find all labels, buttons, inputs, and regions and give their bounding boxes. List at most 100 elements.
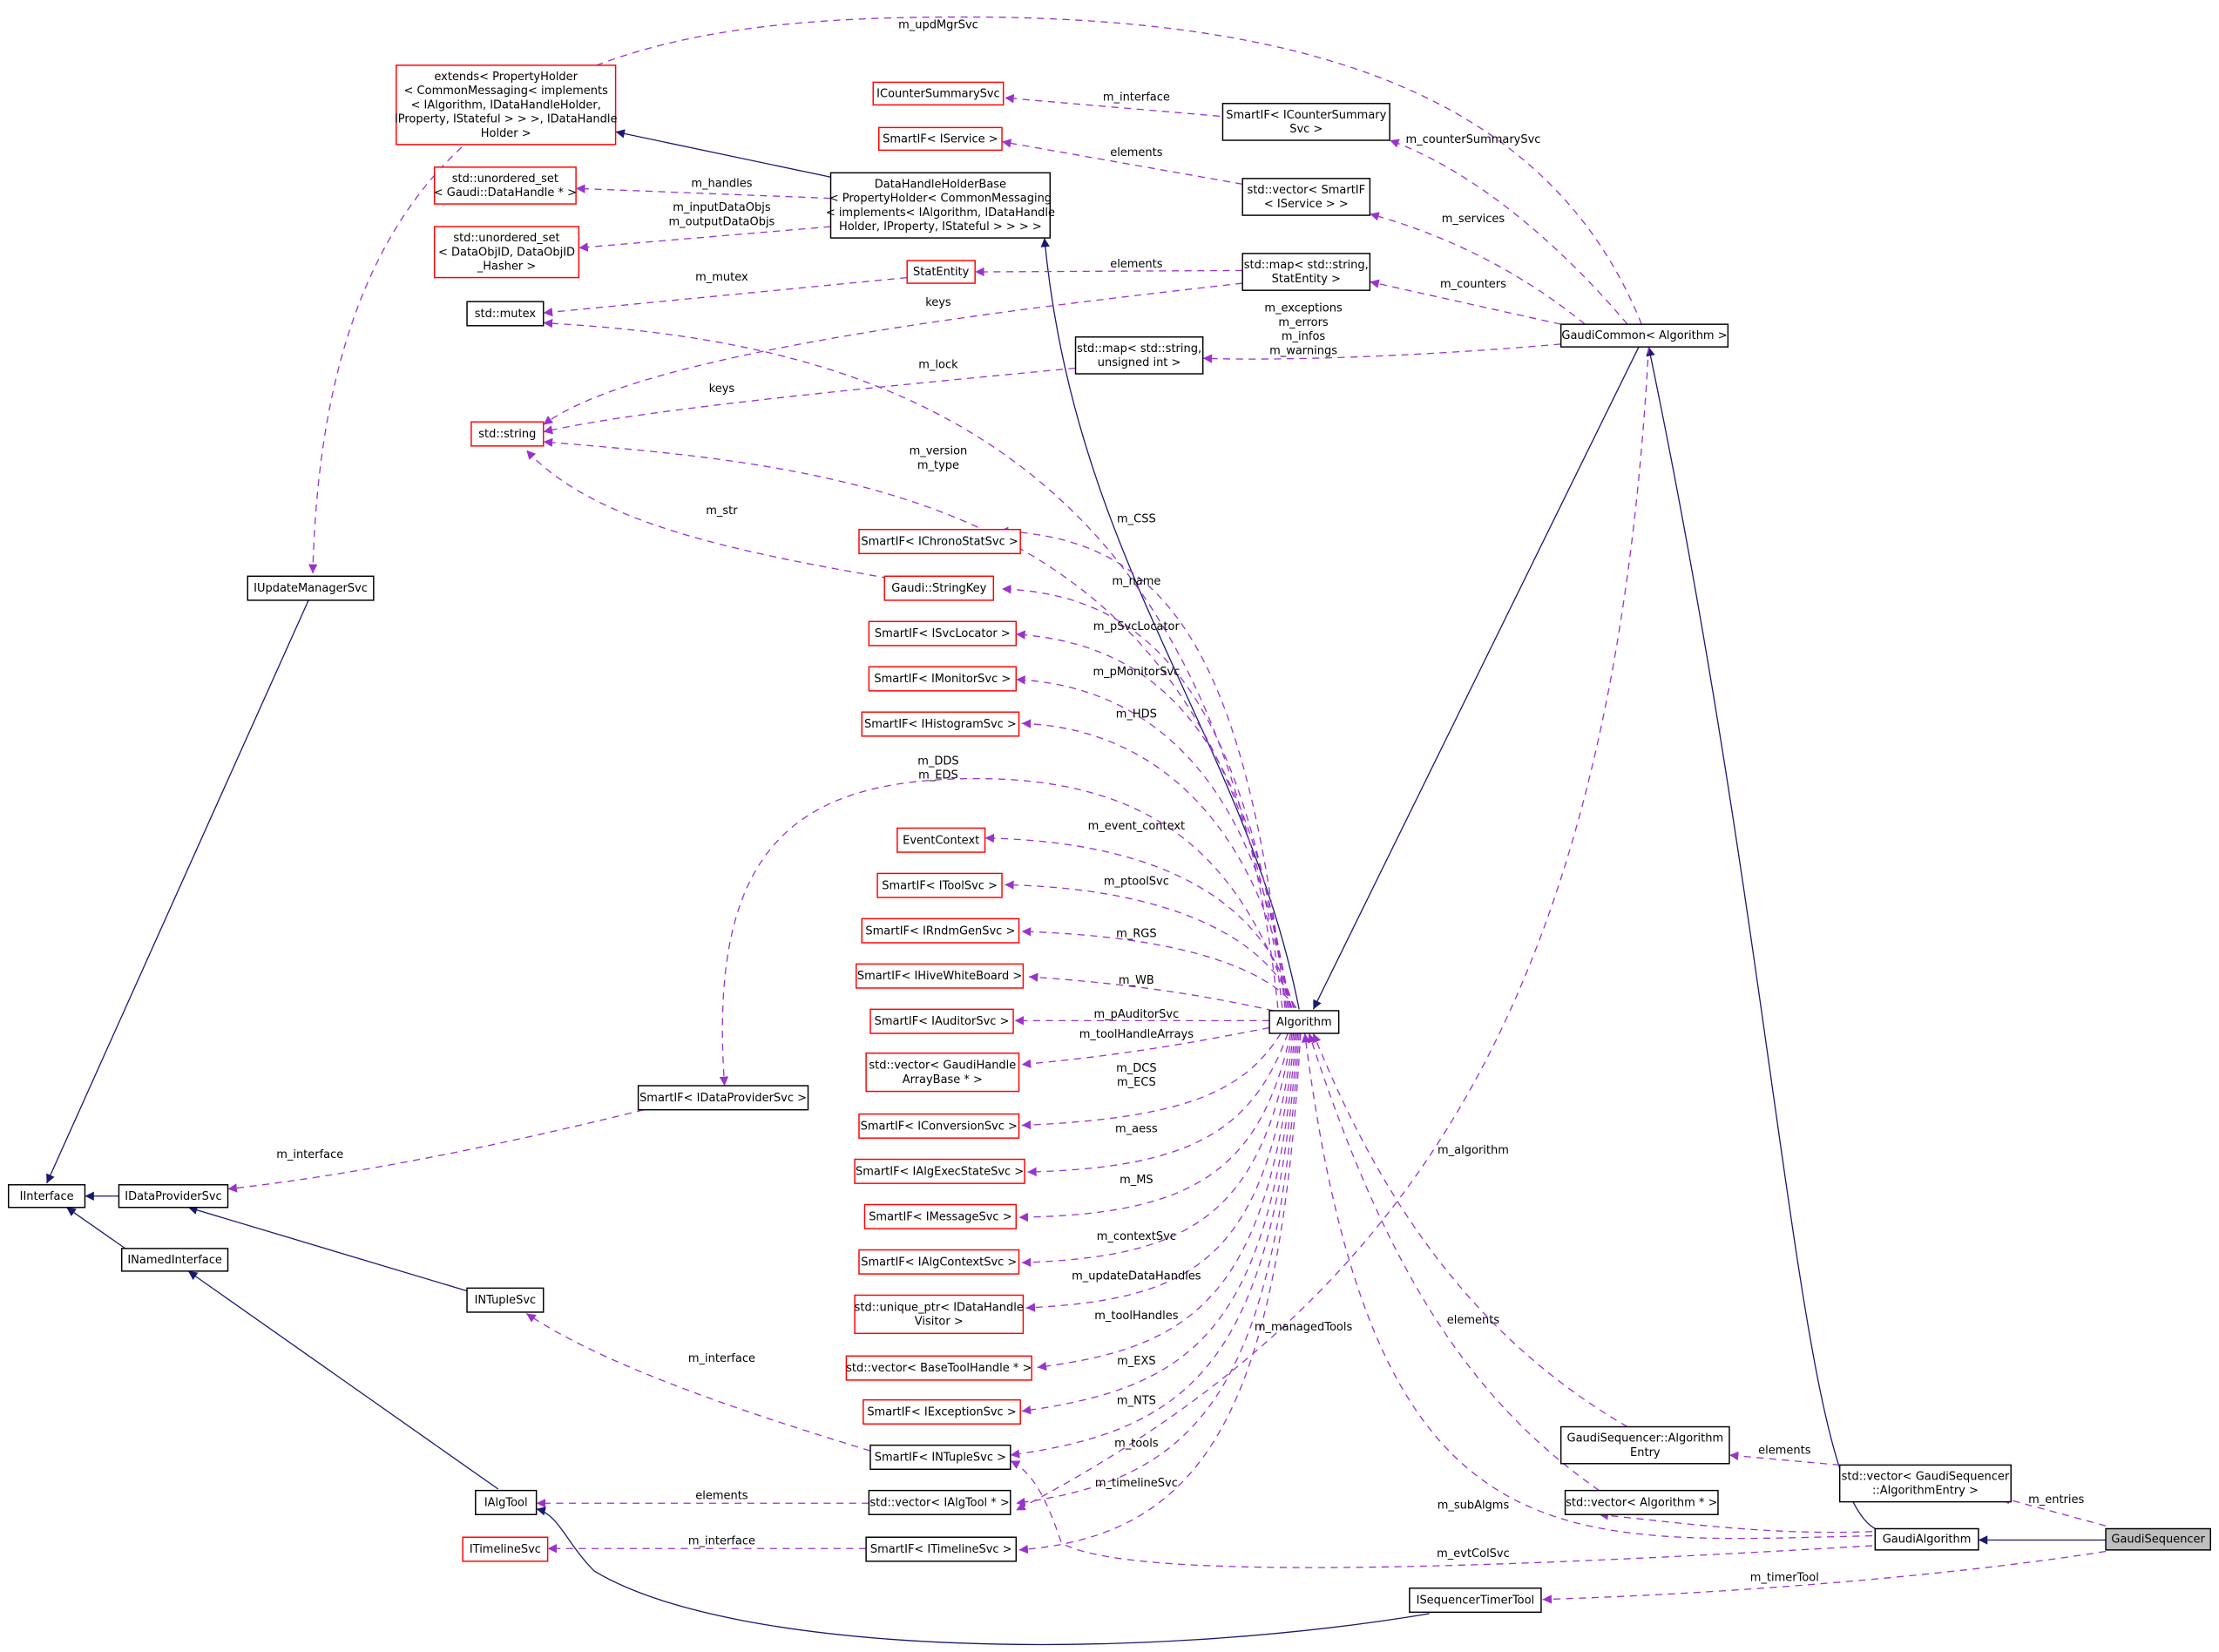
node-box: [466, 1287, 545, 1313]
node-box: [1241, 178, 1371, 216]
node-std-mutex[interactable]: std::mutex: [466, 301, 545, 327]
node-smartif-itimelinesvc[interactable]: SmartIF< ITimelineSvc >: [865, 1536, 1018, 1562]
edge-m_timelineSvc: [1018, 1032, 1302, 1554]
node-label: SmartIF< IMonitorSvc >: [874, 673, 1011, 686]
node-box: [1564, 1489, 1719, 1515]
node-unordered-set-dataobjid[interactable]: std::unordered_set< DataObjID, DataObjID…: [433, 226, 580, 279]
node-box: [869, 1008, 1014, 1034]
node-vector-smartif-iservice[interactable]: std::vector< SmartIF< IService > >: [1241, 178, 1371, 216]
node-smartif-iauditorsvc[interactable]: SmartIF< IAuditorSvc >: [869, 1008, 1014, 1034]
node-smartif-ialgcontextsvc[interactable]: SmartIF< IAlgContextSvc >: [858, 1249, 1020, 1275]
node-ialgtool[interactable]: IAlgTool: [475, 1489, 538, 1515]
node-intuplesvc[interactable]: INTupleSvc: [466, 1287, 545, 1313]
edge-m_pMonitorSvc: [1016, 675, 1290, 1008]
edge-label-m-interface-ntuple: m_interface: [688, 1352, 755, 1365]
node-smartif-ichronostatsvc[interactable]: SmartIF< IChronoStatSvc >: [858, 528, 1021, 555]
edge-label-m-exceptions: m_warnings: [1269, 344, 1337, 357]
node-smartif-irndmgensvc[interactable]: SmartIF< IRndmGenSvc >: [861, 917, 1020, 944]
node-label: ICounterSummarySvc: [876, 87, 1000, 100]
node-smartif-imonitorsvc[interactable]: SmartIF< IMonitorSvc >: [868, 666, 1018, 692]
node-inamedinterface[interactable]: INamedInterface: [120, 1248, 229, 1272]
node-smartif-itoolsvc[interactable]: SmartIF< IToolSvc >: [876, 872, 1003, 898]
node-smartif-imessagesvc[interactable]: SmartIF< IMessageSvc >: [863, 1203, 1018, 1229]
inherit-algorithm-datahandleholderbase: [1040, 238, 1300, 1010]
node-smartif-ihistogramsvc[interactable]: SmartIF< IHistogramSvc >: [861, 711, 1020, 737]
node-label: StatEntity: [913, 266, 970, 279]
node-iinterface[interactable]: IInterface: [8, 1184, 86, 1209]
inherit-intuplesvc-idataprovidersvc: [187, 1205, 468, 1292]
edge-label-elements-iservice: elements: [1110, 146, 1163, 159]
node-eventcontext[interactable]: EventContext: [896, 827, 986, 853]
edge-m_pSvcLocator: [1016, 630, 1289, 1008]
node-vector-ialgtool[interactable]: std::vector< IAlgTool * >: [868, 1489, 1011, 1515]
node-box: [856, 963, 1025, 989]
node-smartif-iservice[interactable]: SmartIF< IService >: [877, 126, 1003, 152]
node-smartif-idataprovidersvc[interactable]: SmartIF< IDataProviderSvc >: [637, 1085, 809, 1111]
node-algorithm[interactable]: Algorithm: [1268, 1010, 1340, 1034]
node-label: std::vector< IAlgTool * >: [869, 1497, 1009, 1510]
edge-m_DDS-EDS: [719, 777, 1293, 1087]
node-map-string-statentity[interactable]: std::map< std::string,StatEntity >: [1241, 253, 1371, 291]
node-vector-basetoolhandle[interactable]: std::vector< BaseToolHandle * >: [845, 1355, 1032, 1381]
edge-m_ptoolSvc: [1005, 880, 1296, 1008]
node-iupdatemanagersvc[interactable]: IUpdateManagerSvc: [247, 575, 375, 601]
node-smartif-icountersummary[interactable]: SmartIF< ICounterSummarySvc >: [1221, 103, 1390, 141]
node-label: IInterface: [20, 1190, 74, 1203]
node-smartif-isvclocator[interactable]: SmartIF< ISvcLocator >: [868, 620, 1018, 647]
node-map-string-uint[interactable]: std::map< std::string,unsigned int >: [1074, 336, 1204, 375]
node-algentry[interactable]: GaudiSequencer::AlgorithmEntry: [1559, 1425, 1730, 1465]
node-box: [865, 1536, 1018, 1562]
node-box: [396, 64, 617, 146]
node-box: [863, 1398, 1021, 1425]
node-smartif-intuplesvc[interactable]: SmartIF< INTupleSvc >: [869, 1444, 1011, 1471]
edge-keys-1: [543, 282, 1243, 426]
node-gaudi-algorithm[interactable]: GaudiAlgorithm: [1874, 1527, 1979, 1551]
node-label: SmartIF< ITimelineSvc >: [870, 1543, 1012, 1556]
node-smartif-ihivewhiteboard[interactable]: SmartIF< IHiveWhiteBoard >: [856, 963, 1025, 989]
edge-label-m-handles: m_handles: [691, 178, 752, 191]
edge-label-m-version-type: m_type: [917, 459, 959, 472]
node-label: Visitor >: [915, 1316, 964, 1329]
node-std-string[interactable]: std::string: [470, 421, 545, 447]
edge-label-elements-algorithm: elements: [1447, 1314, 1500, 1327]
inherit-gaudicommon-algorithm: [1312, 346, 1640, 1010]
node-label: EventContext: [903, 834, 979, 847]
node-datahandleholderbase[interactable]: DataHandleHolderBase< PropertyHolder< Co…: [826, 172, 1055, 239]
node-box: [2105, 1527, 2211, 1551]
node-box: [1838, 1464, 2012, 1503]
node-box: [861, 711, 1020, 737]
node-label: ::AlgorithmEntry >: [1872, 1485, 1979, 1498]
edge-label-m-version-type: m_version: [910, 445, 968, 458]
node-label: std::string: [478, 428, 536, 441]
node-gaudi-common[interactable]: GaudiCommon< Algorithm >: [1559, 323, 1729, 348]
node-statentity[interactable]: StatEntity: [906, 260, 976, 284]
node-smartif-iconversionsvc[interactable]: SmartIF< IConversionSvc >: [858, 1113, 1020, 1139]
node-label: INTupleSvc: [475, 1294, 537, 1307]
node-isequencer-timer-tool[interactable]: ISequencerTimerTool: [1409, 1587, 1542, 1614]
edge-m_interface-dataprovider: [227, 1109, 645, 1193]
node-gaudi-sequencer[interactable]: GaudiSequencer: [2105, 1527, 2211, 1551]
node-label: SmartIF< IConversionSvc >: [861, 1120, 1018, 1133]
node-vector-algentry[interactable]: std::vector< GaudiSequencer::AlgorithmEn…: [1838, 1464, 2012, 1503]
edge-label-m-counterSummarySvc: m_counterSummarySvc: [1406, 133, 1541, 146]
node-vector-algorithm[interactable]: std::vector< Algorithm * >: [1564, 1489, 1719, 1515]
edge-m_CSS: [998, 526, 1286, 1008]
edge-label-m-contextSvc: m_contextSvc: [1097, 1230, 1176, 1243]
node-smartif-ialgexecstatesvc[interactable]: SmartIF< IAlgExecStateSvc >: [854, 1158, 1025, 1184]
node-unordered-set-datahandle[interactable]: std::unordered_set< Gaudi::DataHandle * …: [434, 166, 577, 205]
node-label: std::unordered_set: [453, 232, 559, 245]
node-box: [433, 226, 580, 279]
node-smartif-iexceptionsvc[interactable]: SmartIF< IExceptionSvc >: [863, 1398, 1021, 1425]
node-label: std::vector< Algorithm * >: [1566, 1497, 1717, 1510]
node-box: [462, 1536, 549, 1562]
edge-m_handles: [576, 184, 831, 200]
node-icountersummarysvc[interactable]: ICounterSummarySvc: [872, 81, 1005, 106]
edge-m_toolHandles: [1037, 1032, 1296, 1371]
node-itimelinesvc[interactable]: ITimelineSvc: [462, 1536, 549, 1562]
node-idataprovidersvc[interactable]: IDataProviderSvc: [118, 1184, 229, 1209]
node-extends[interactable]: extends< PropertyHolder< CommonMessaging…: [395, 64, 618, 146]
node-gaudi-stringkey[interactable]: Gaudi::StringKey: [883, 575, 995, 601]
edge-label-m-counters: m_counters: [1440, 278, 1506, 291]
